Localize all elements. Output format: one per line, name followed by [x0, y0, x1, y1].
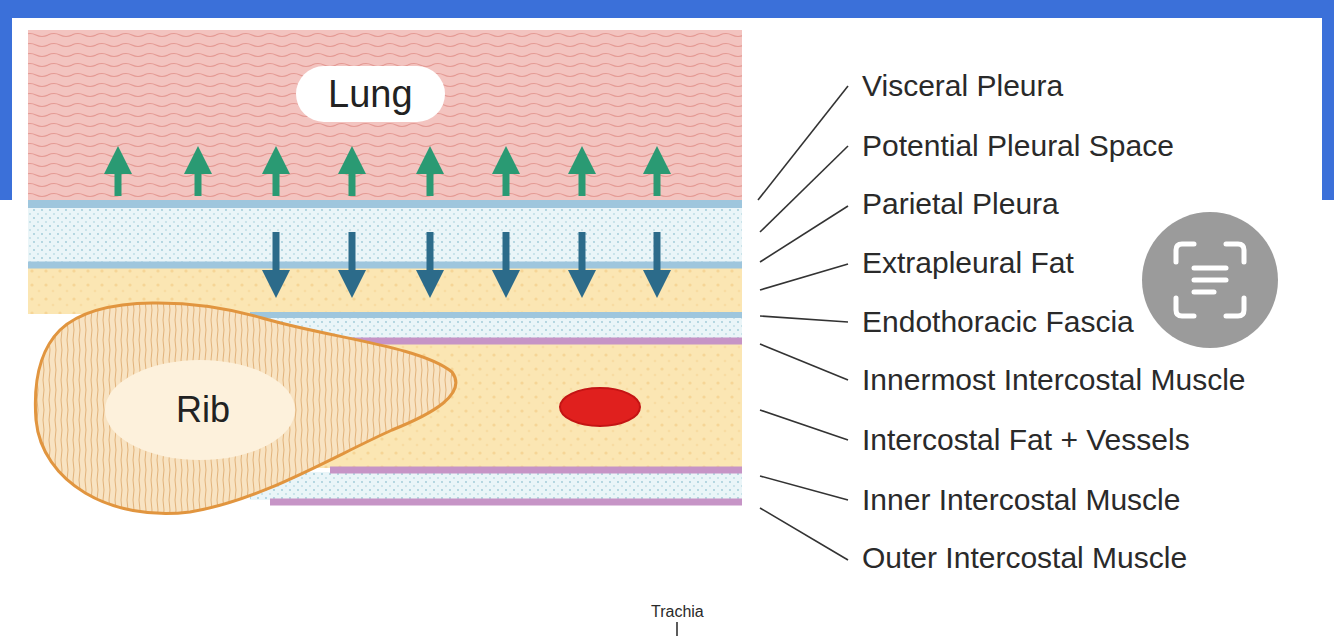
- rib-shape: Rib: [30, 290, 470, 525]
- bone-label: Rib: [176, 389, 230, 431]
- rib-outline: [30, 290, 470, 525]
- layer-label: Parietal Pleura: [860, 187, 1061, 221]
- layer-label: Potential Pleural Space: [860, 129, 1176, 163]
- layer-label: Extrapleural Fat: [860, 246, 1076, 280]
- organ-label: Lung: [328, 72, 413, 116]
- layer-label: Inner Intercostal Muscle: [860, 483, 1182, 517]
- structure-label-small: Trachia: [649, 603, 706, 621]
- layer-label: Outer Intercostal Muscle: [860, 541, 1189, 575]
- layer-label: Intercostal Fat + Vessels: [860, 423, 1192, 457]
- layer-label: Endothoracic Fascia: [860, 305, 1136, 339]
- layer-label: Visceral Pleura: [860, 69, 1065, 103]
- layer-label: Innermost Intercostal Muscle: [860, 363, 1247, 397]
- lung-label-pill: Lung: [296, 66, 445, 122]
